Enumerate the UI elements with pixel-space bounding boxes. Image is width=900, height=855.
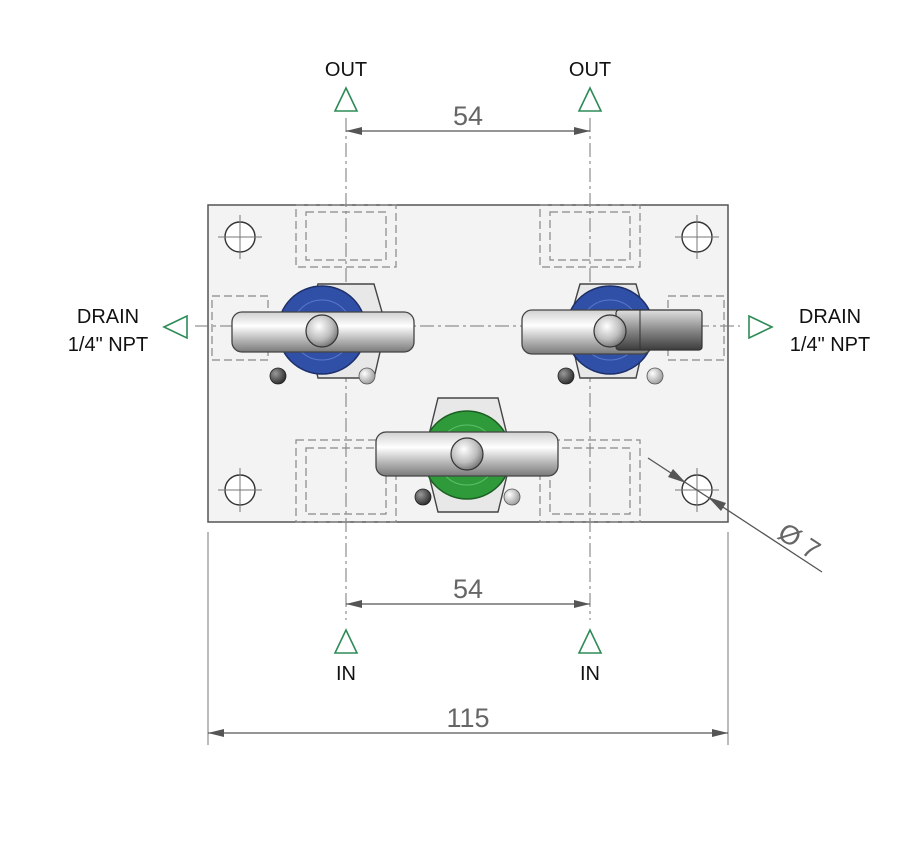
bottom-spacing-dimension: 54 <box>346 574 590 608</box>
in-left-label: IN <box>336 663 356 685</box>
out-left-label: OUT <box>325 59 367 81</box>
equalizer-knob <box>450 437 484 471</box>
in-right-label: IN <box>580 663 600 685</box>
right-valve-knob <box>593 314 627 348</box>
left-isolation-valve <box>231 283 415 385</box>
bottom-spacing-value: 54 <box>453 574 483 604</box>
drain-plug <box>615 309 703 351</box>
overall-width-dimension: 115 <box>207 532 729 745</box>
out-left-marker <box>333 86 359 112</box>
out-right-marker <box>577 86 603 112</box>
hole-diameter-value: Ø 7 <box>773 517 826 566</box>
drain-left-size: 1/4" NPT <box>68 334 148 356</box>
equalizer-valve <box>375 397 559 513</box>
mounting-holes <box>218 215 719 512</box>
top-spacing-dimension: 54 <box>346 101 590 135</box>
drain-right-size: 1/4" NPT <box>790 334 870 356</box>
left-valve-knob <box>305 314 339 348</box>
in-left-marker <box>333 628 359 654</box>
drain-right-marker <box>748 314 774 340</box>
top-spacing-value: 54 <box>453 101 483 131</box>
drain-right-title: DRAIN <box>799 306 861 328</box>
drain-left-title: DRAIN <box>77 306 139 328</box>
out-right-label: OUT <box>569 59 611 81</box>
hidden-bores-top <box>295 204 641 268</box>
overall-width-value: 115 <box>446 703 489 733</box>
in-right-marker <box>577 628 603 654</box>
hidden-bores-bottom <box>295 439 641 523</box>
drain-left-marker <box>162 314 188 340</box>
right-isolation-valve <box>521 283 703 385</box>
